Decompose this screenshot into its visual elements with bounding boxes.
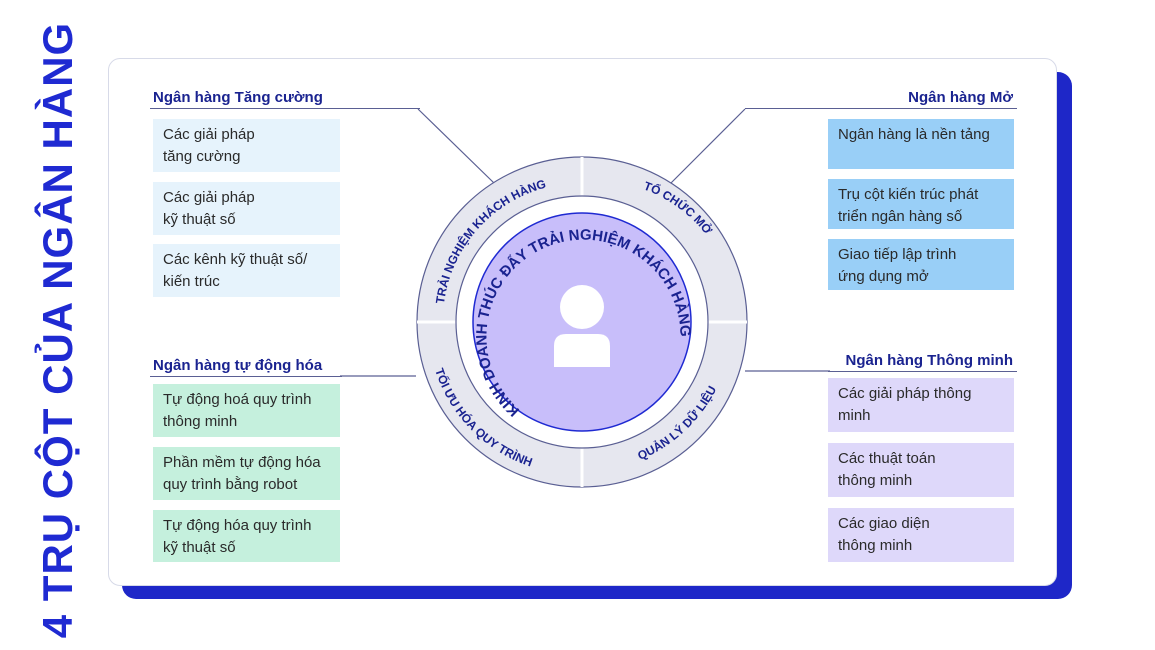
list-item: Các giải pháp thông minh: [828, 378, 1014, 432]
list-item: Các giao diện thông minh: [828, 508, 1014, 562]
list-item: Các kênh kỹ thuật số/ kiến trúc: [153, 244, 340, 297]
connector-top-left: [417, 108, 495, 184]
list-item: Các giải pháp kỹ thuật số: [153, 182, 340, 235]
list-item: Trụ cột kiến trúc phát triển ngân hàng s…: [828, 179, 1014, 229]
section-rule: [745, 108, 1017, 109]
section-rule: [150, 376, 342, 377]
list-item: Ngân hàng là nền tảng: [828, 119, 1014, 169]
section-title-open: Ngân hàng Mở: [908, 89, 1013, 106]
person-icon: [554, 285, 610, 367]
section-title-automated: Ngân hàng tự động hóa: [153, 357, 323, 374]
list-item: Các giải pháp tăng cường: [153, 119, 340, 172]
list-item: Giao tiếp lập trình ứng dụng mở: [828, 239, 1014, 290]
list-item: Tự động hóa quy trình kỹ thuật số: [153, 510, 340, 562]
connector-top-right: [670, 108, 746, 184]
section-rule: [150, 108, 420, 109]
list-item: Phần mềm tự động hóa quy trình bằng robo…: [153, 447, 340, 500]
list-item: Tự động hoá quy trình thông minh: [153, 384, 340, 437]
list-item: Các thuật toán thông minh: [828, 443, 1014, 497]
section-rule: [828, 371, 1017, 372]
section-title-smart: Ngân hàng Thông minh: [845, 352, 1013, 369]
section-title-augmented: Ngân hàng Tăng cường: [153, 89, 323, 106]
